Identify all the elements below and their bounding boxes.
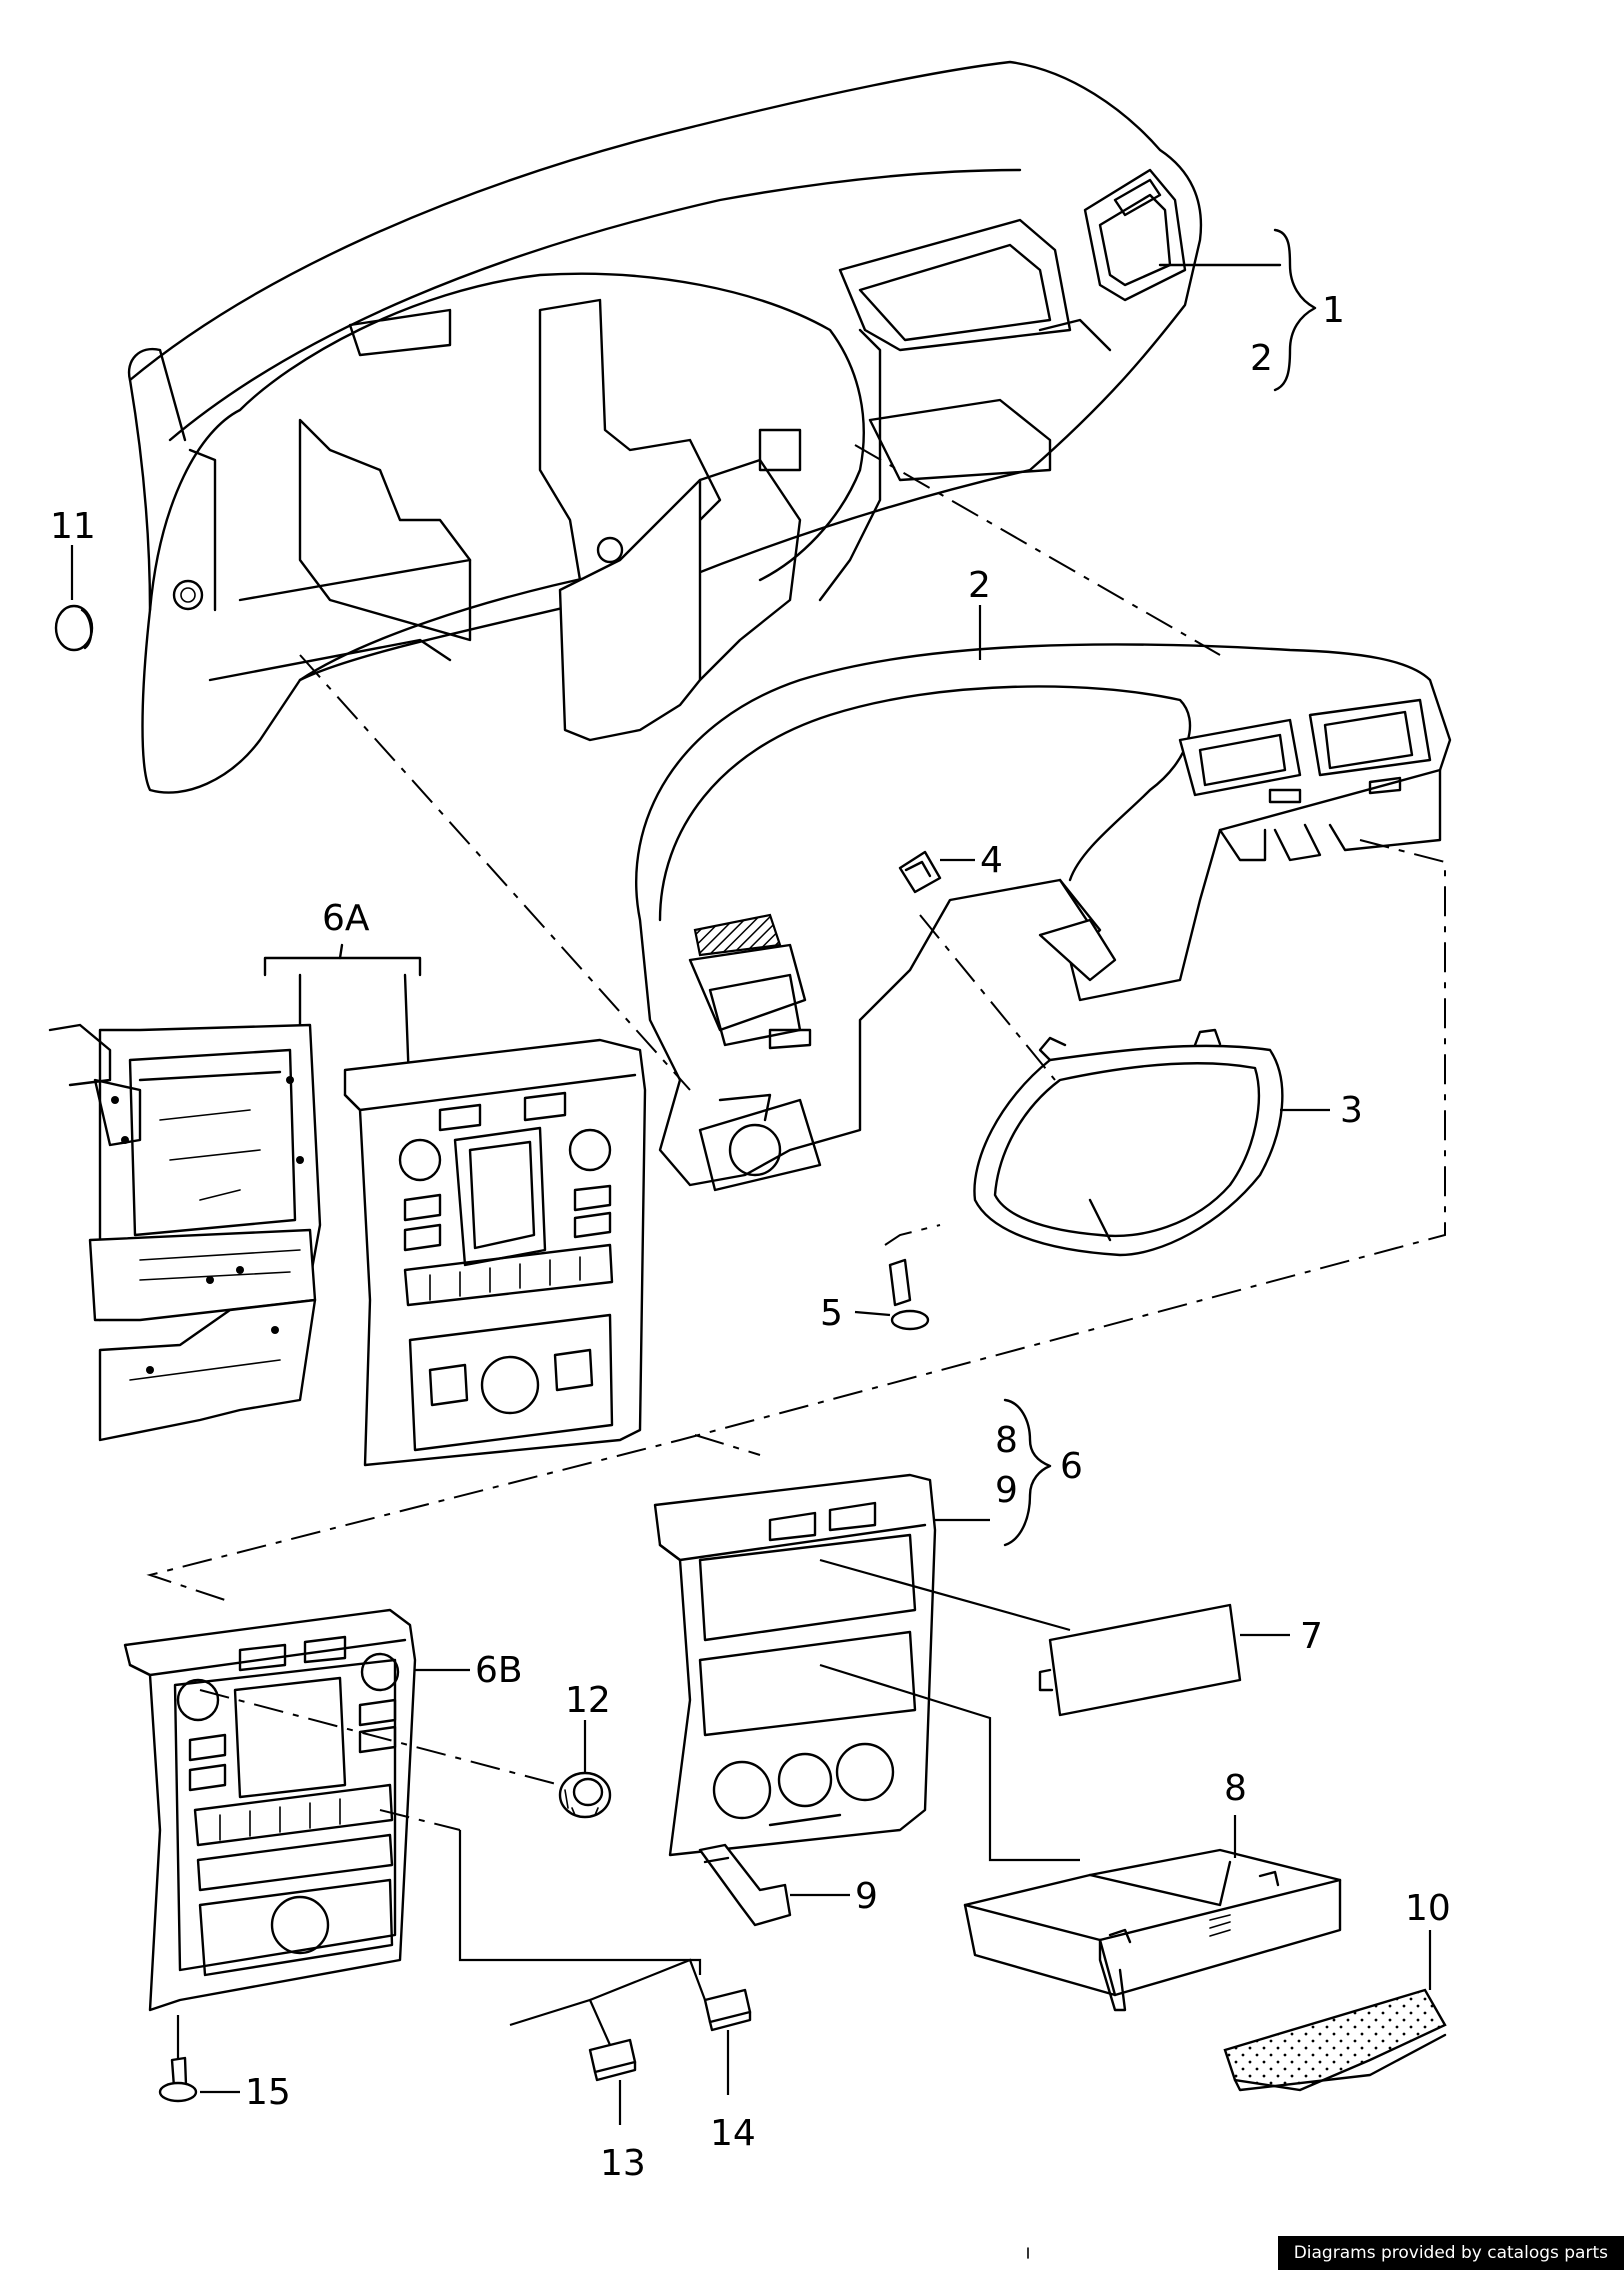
center-fascia-6 — [653, 1473, 990, 1857]
callout-8: 8 — [1224, 1768, 1247, 1809]
mat-part-10 — [1223, 1930, 1447, 2092]
callout-12: 12 — [565, 1680, 611, 1721]
callout-8-brace: 8 — [995, 1420, 1018, 1461]
callout-5: 5 — [820, 1293, 843, 1334]
callout-6: 6 — [1060, 1446, 1083, 1487]
center-fascia-6b — [123, 1608, 470, 2012]
callout-1: 1 — [1322, 290, 1345, 331]
brace-1-2 — [1158, 228, 1317, 392]
dash-line-a — [854, 444, 1221, 656]
callout-2: 2 — [968, 565, 991, 606]
callout-9-brace: 9 — [995, 1470, 1018, 1511]
brace-6 — [1003, 1398, 1052, 1547]
callout-10: 10 — [1405, 1888, 1451, 1929]
screw-part-5 — [854, 1258, 930, 1331]
clip-part-4 — [898, 850, 975, 894]
dash-line-f — [694, 1434, 761, 1456]
callout-4: 4 — [980, 840, 1003, 881]
callout-13: 13 — [600, 2143, 646, 2184]
dash-line-e — [884, 1224, 941, 1246]
callout-14: 14 — [710, 2113, 756, 2154]
callout-11: 11 — [50, 506, 96, 547]
callout-15: 15 — [245, 2072, 291, 2113]
callout-6a: 6A — [322, 898, 370, 939]
leader-13-14 — [458, 1830, 702, 1975]
diagram-credit: Diagrams provided by catalogs parts — [1277, 2236, 1624, 2270]
dash-line-b — [299, 654, 691, 1091]
plug-part-11 — [54, 545, 94, 652]
nav-circuit-board — [48, 1023, 322, 1442]
button-part-13 — [509, 1998, 637, 2125]
dash-line-g — [199, 1689, 561, 1786]
knob-part-12 — [558, 1720, 612, 1819]
instrument-trim-part-2 — [635, 643, 1452, 1192]
blank-panel-part-7 — [819, 1558, 1290, 1717]
callout-7: 7 — [1300, 1616, 1323, 1657]
storage-tray-part-8 — [819, 1663, 1342, 2012]
dashboard-carrier — [127, 60, 1203, 794]
callout-2-top: 2 — [1250, 338, 1273, 379]
clip-part-9 — [698, 1843, 850, 1927]
callout-6b: 6B — [475, 1650, 523, 1691]
dash-line-h — [379, 1809, 461, 1831]
dash-line-d — [146, 839, 1446, 1601]
center-fascia-6a — [343, 1038, 647, 1467]
dash-line-c — [919, 914, 1056, 1081]
callout-9: 9 — [855, 1876, 878, 1917]
button-part-14 — [589, 1958, 752, 2095]
cluster-bezel-part-3 — [973, 1028, 1330, 1257]
callout-3: 3 — [1340, 1090, 1363, 1131]
screw-part-15 — [158, 2015, 240, 2103]
